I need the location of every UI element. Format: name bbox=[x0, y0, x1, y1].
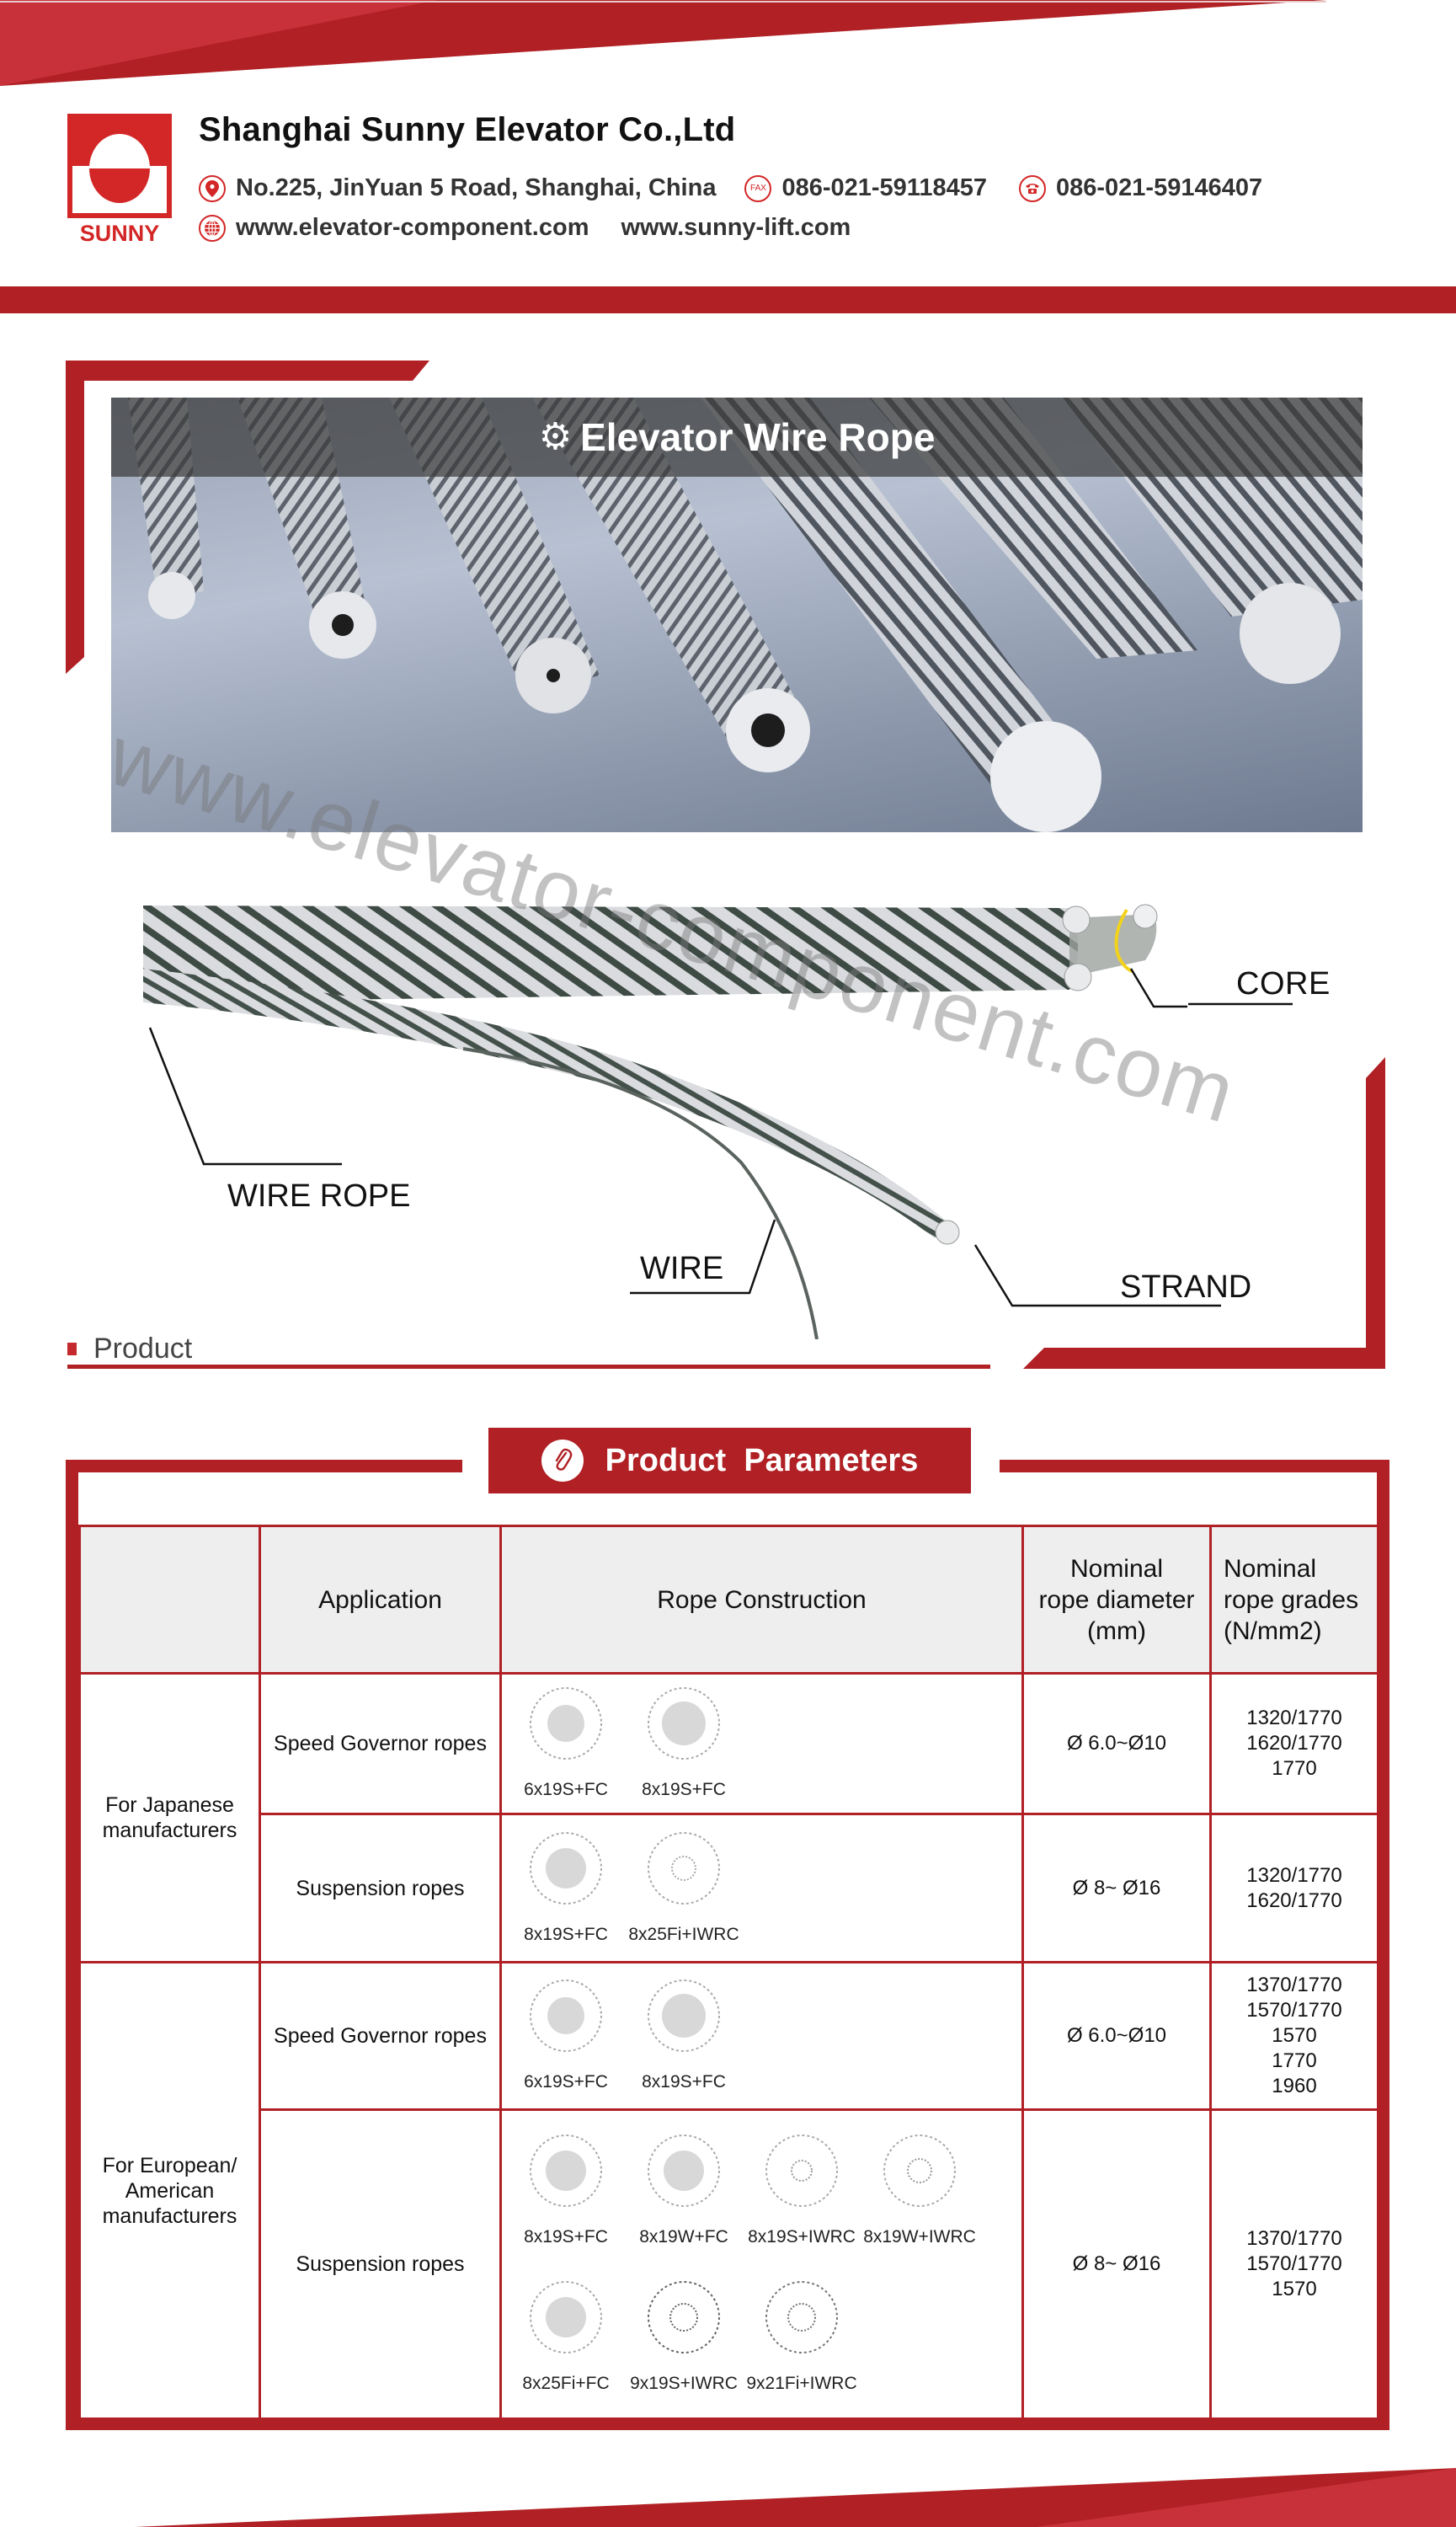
address-text: No.225, JinYuan 5 Road, Shanghai, China bbox=[236, 174, 717, 201]
fax-number: 086-021-59118457 bbox=[781, 174, 987, 201]
website-link-1[interactable]: www.elevator-component.com bbox=[236, 214, 589, 241]
header-rope-construction: Rope Construction bbox=[499, 1525, 1024, 1675]
diameter-cell: Ø 6.0~Ø10 bbox=[1021, 1961, 1212, 2111]
product-section-label: Product bbox=[67, 1333, 192, 1365]
telephone-icon bbox=[1018, 174, 1046, 202]
product-label-text: Product bbox=[93, 1333, 193, 1365]
product-parameters-title: Product Parameters bbox=[488, 1428, 971, 1493]
company-name: Shanghai Sunny Elevator Co.,Ltd bbox=[199, 111, 736, 148]
rope-construction-item: 6x19S+FC bbox=[524, 1977, 608, 2095]
rope-cross-section-icon bbox=[648, 2281, 720, 2353]
rope-construction-item: 9x19S+IWRC bbox=[630, 2279, 738, 2396]
rope-cross-section-icon bbox=[765, 2134, 838, 2207]
header-divider-band bbox=[0, 286, 1456, 313]
grades-cell: 1370/1770 1570/1770 1570 bbox=[1209, 2108, 1379, 2420]
gear-icon: ⚙ bbox=[538, 416, 573, 457]
location-pin-icon bbox=[199, 174, 226, 202]
product-underline bbox=[67, 1365, 990, 1369]
header-nominal-grades: Nominal rope grades (N/mm2) bbox=[1209, 1525, 1379, 1675]
header-red-decoration bbox=[0, 0, 1326, 86]
table-row: For European/ American manufacturers Spe… bbox=[78, 1961, 1379, 2420]
group-cell-japanese: For Japanese manufacturers bbox=[78, 1672, 261, 1963]
label-wire: WIRE bbox=[640, 1251, 723, 1286]
rope-cross-section-icon bbox=[530, 1979, 602, 2052]
rope-cross-section-icon bbox=[648, 2134, 720, 2207]
wire-rope-anatomy-diagram: CORE WIRE ROPE WIRE STRAND bbox=[143, 904, 1331, 1339]
globe-icon bbox=[199, 214, 226, 242]
wire-rope-banner-image: ⚙ Elevator Wire Rope bbox=[111, 398, 1363, 832]
diameter-cell: Ø 8~ Ø16 bbox=[1021, 2108, 1212, 2420]
rope-cross-section-icon bbox=[530, 1831, 602, 1905]
construction-cell: 8x19S+FC 8x25Fi+IWRC bbox=[499, 1813, 1024, 1963]
banner-title-bar: ⚙ Elevator Wire Rope bbox=[111, 398, 1363, 477]
label-core: CORE bbox=[1236, 966, 1331, 1002]
sunny-logo bbox=[67, 114, 172, 218]
footer-red-decoration bbox=[135, 2468, 1456, 2527]
bullet-square-icon bbox=[67, 1343, 77, 1355]
label-strand: STRAND bbox=[1120, 1269, 1251, 1305]
construction-cell: 6x19S+FC 8x19S+FC bbox=[499, 1672, 1024, 1815]
group-cell-european-american: For European/ American manufacturers bbox=[78, 1961, 261, 2420]
application-cell: Suspension ropes bbox=[259, 2108, 502, 2420]
table-row: Suspension ropes 8x19S+FC 8x19W+FC 8x19S… bbox=[80, 2108, 1379, 2420]
rope-construction-item: 8x19S+FC bbox=[642, 1977, 726, 2095]
rope-construction-item: 8x25Fi+IWRC bbox=[628, 1830, 739, 1947]
rope-construction-item: 8x25Fi+FC bbox=[522, 2279, 610, 2396]
grades-cell: 1320/1770 1620/1770 1770 bbox=[1209, 1672, 1379, 1815]
rope-construction-item: 8x19S+FC bbox=[524, 1830, 608, 1947]
rope-cross-section-icon bbox=[648, 1979, 720, 2052]
rope-cross-section-icon bbox=[530, 2281, 602, 2353]
fax-icon: FAX bbox=[744, 174, 772, 202]
table-frame-top-left bbox=[66, 1460, 462, 1472]
rope-cross-section-icon bbox=[648, 1687, 720, 1760]
rope-cross-section-icon bbox=[530, 1687, 602, 1760]
rope-construction-item: 8x19S+FC bbox=[524, 2132, 608, 2250]
table-frame-top-right bbox=[1000, 1460, 1389, 1472]
application-cell: Speed Governor ropes bbox=[259, 1672, 502, 1815]
product-parameters-table: Application Rope Construction Nominal ro… bbox=[78, 1525, 1379, 2420]
table-row: Suspension ropes 8x19S+FC 8x25Fi+IWRC Ø … bbox=[80, 1813, 1379, 1963]
table-frame-right bbox=[1377, 1460, 1389, 2430]
rope-cross-section-icon bbox=[530, 2134, 602, 2207]
logo-text: SUNNY bbox=[79, 221, 160, 246]
rope-construction-item: 8x19W+FC bbox=[639, 2132, 728, 2250]
construction-cell: 6x19S+FC 8x19S+FC bbox=[499, 1961, 1024, 2111]
website-line: www.elevator-component.com www.sunny-lif… bbox=[199, 214, 851, 242]
rope-construction-item: 8x19S+IWRC bbox=[748, 2132, 856, 2250]
params-title-text: Product Parameters bbox=[605, 1442, 919, 1478]
table-frame-bottom bbox=[66, 2417, 1389, 2430]
application-cell: Suspension ropes bbox=[259, 1813, 502, 1963]
table-row: For Japanese manufacturers Speed Governo… bbox=[78, 1672, 1379, 1963]
grades-cell: 1370/1770 1570/1770 1570 1770 1960 bbox=[1209, 1961, 1379, 2111]
phone-number: 086-021-59146407 bbox=[1055, 174, 1263, 201]
contact-line: No.225, JinYuan 5 Road, Shanghai, China … bbox=[199, 174, 1262, 202]
header-nominal-diameter: Nominal rope diameter (mm) bbox=[1021, 1525, 1212, 1675]
table-frame-left bbox=[66, 1460, 78, 2430]
application-cell: Speed Governor ropes bbox=[259, 1961, 502, 2111]
banner-title: Elevator Wire Rope bbox=[580, 415, 936, 459]
construction-cell: 8x19S+FC 8x19W+FC 8x19S+IWRC 8x19W+IWRC bbox=[499, 2108, 1024, 2420]
label-wire-rope: WIRE ROPE bbox=[227, 1178, 410, 1214]
diameter-cell: Ø 8~ Ø16 bbox=[1021, 1813, 1212, 1963]
diameter-cell: Ø 6.0~Ø10 bbox=[1021, 1672, 1212, 1815]
grades-cell: 1320/1770 1620/1770 bbox=[1209, 1813, 1379, 1963]
rope-construction-item: 8x19S+FC bbox=[642, 1685, 726, 1803]
rope-cross-section-icon bbox=[648, 1831, 720, 1905]
website-link-2[interactable]: www.sunny-lift.com bbox=[621, 214, 851, 241]
rope-construction-item: 8x19W+IWRC bbox=[863, 2132, 976, 2250]
paperclip-icon bbox=[541, 1440, 584, 1482]
table-header-row: Application Rope Construction Nominal ro… bbox=[78, 1525, 1379, 1675]
rope-cross-section-icon bbox=[765, 2281, 838, 2353]
rope-cross-section-icon bbox=[883, 2134, 956, 2207]
header-application: Application bbox=[259, 1525, 502, 1675]
rope-construction-item: 6x19S+FC bbox=[524, 1685, 608, 1803]
header-group bbox=[78, 1525, 261, 1675]
rope-construction-item: 9x21Fi+IWRC bbox=[746, 2279, 857, 2396]
